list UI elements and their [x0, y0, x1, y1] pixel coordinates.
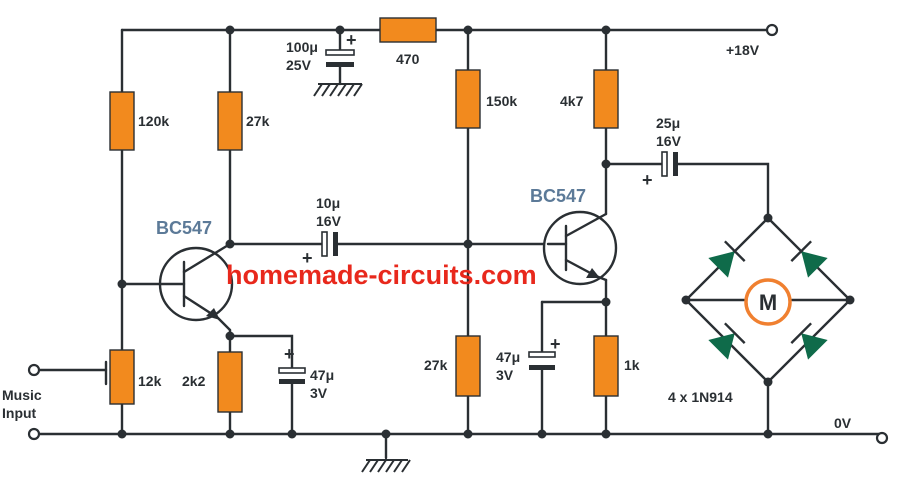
label-47u-right-voltage: 3V [496, 367, 514, 383]
label-2k2: 2k2 [182, 373, 206, 389]
label-47u-left-voltage: 3V [310, 385, 328, 401]
label-10u-voltage: 16V [316, 213, 342, 229]
label-1k: 1k [624, 357, 640, 373]
junction-dots [117, 25, 855, 439]
zero-volt-label: 0V [834, 415, 852, 431]
music-input-terminal-top [27, 363, 41, 377]
label-4k7: 4k7 [560, 93, 584, 109]
motor-label: M [759, 290, 777, 315]
supply-terminal [765, 23, 779, 37]
music-input-label-2: Input [2, 405, 37, 421]
diode-bridge [708, 240, 828, 360]
label-q2: BC547 [530, 186, 586, 206]
label-470: 470 [396, 51, 420, 67]
resistor-27k-top [217, 91, 243, 151]
capacitor-25u [661, 151, 678, 177]
capacitor-47u-right [528, 351, 556, 370]
label-10u-value: 10μ [316, 195, 340, 211]
label-120k: 120k [138, 113, 169, 129]
label-47u-left-value: 47μ [310, 367, 334, 383]
transistor-q2 [542, 210, 618, 286]
resistor-150k [455, 69, 481, 129]
motor: M [744, 278, 792, 326]
polarity-25u: + [642, 170, 653, 190]
label-12k: 12k [138, 373, 162, 389]
resistor-470 [379, 17, 437, 43]
resistor-4k7 [593, 69, 619, 129]
polarity-100u: + [346, 30, 357, 50]
label-100u-value: 100μ [286, 39, 318, 55]
music-input-label-1: Music [2, 387, 42, 403]
capacitor-47u-left [278, 367, 306, 384]
supply-label: +18V [726, 42, 760, 58]
watermark-text: homemade-circuits.com [226, 260, 537, 290]
label-100u-voltage: 25V [286, 57, 312, 73]
polarity-47u-right: + [550, 334, 561, 354]
resistor-27k-bottom [455, 335, 481, 397]
resistor-120k [109, 91, 135, 151]
potentiometer-12k [109, 349, 135, 405]
label-25u-voltage: 16V [656, 133, 682, 149]
ground-symbol-top [313, 83, 363, 97]
label-q1: BC547 [156, 218, 212, 238]
polarity-10u: + [302, 248, 313, 268]
polarity-47u-left: + [284, 344, 295, 364]
ground-symbol-bottom [361, 459, 411, 473]
label-150k: 150k [486, 93, 517, 109]
diodes-label: 4 x 1N914 [668, 389, 733, 405]
transistor-q1 [158, 242, 234, 332]
resistor-1k [593, 335, 619, 397]
capacitor-100u [325, 49, 355, 67]
label-27k-top: 27k [246, 113, 270, 129]
label-47u-right-value: 47μ [496, 349, 520, 365]
label-27k-bottom: 27k [424, 357, 448, 373]
ground-terminal [875, 431, 889, 445]
capacitor-10u [321, 231, 338, 257]
resistor-2k2 [217, 351, 243, 413]
music-input-terminal-bottom [27, 427, 41, 441]
label-25u-value: 25μ [656, 115, 680, 131]
